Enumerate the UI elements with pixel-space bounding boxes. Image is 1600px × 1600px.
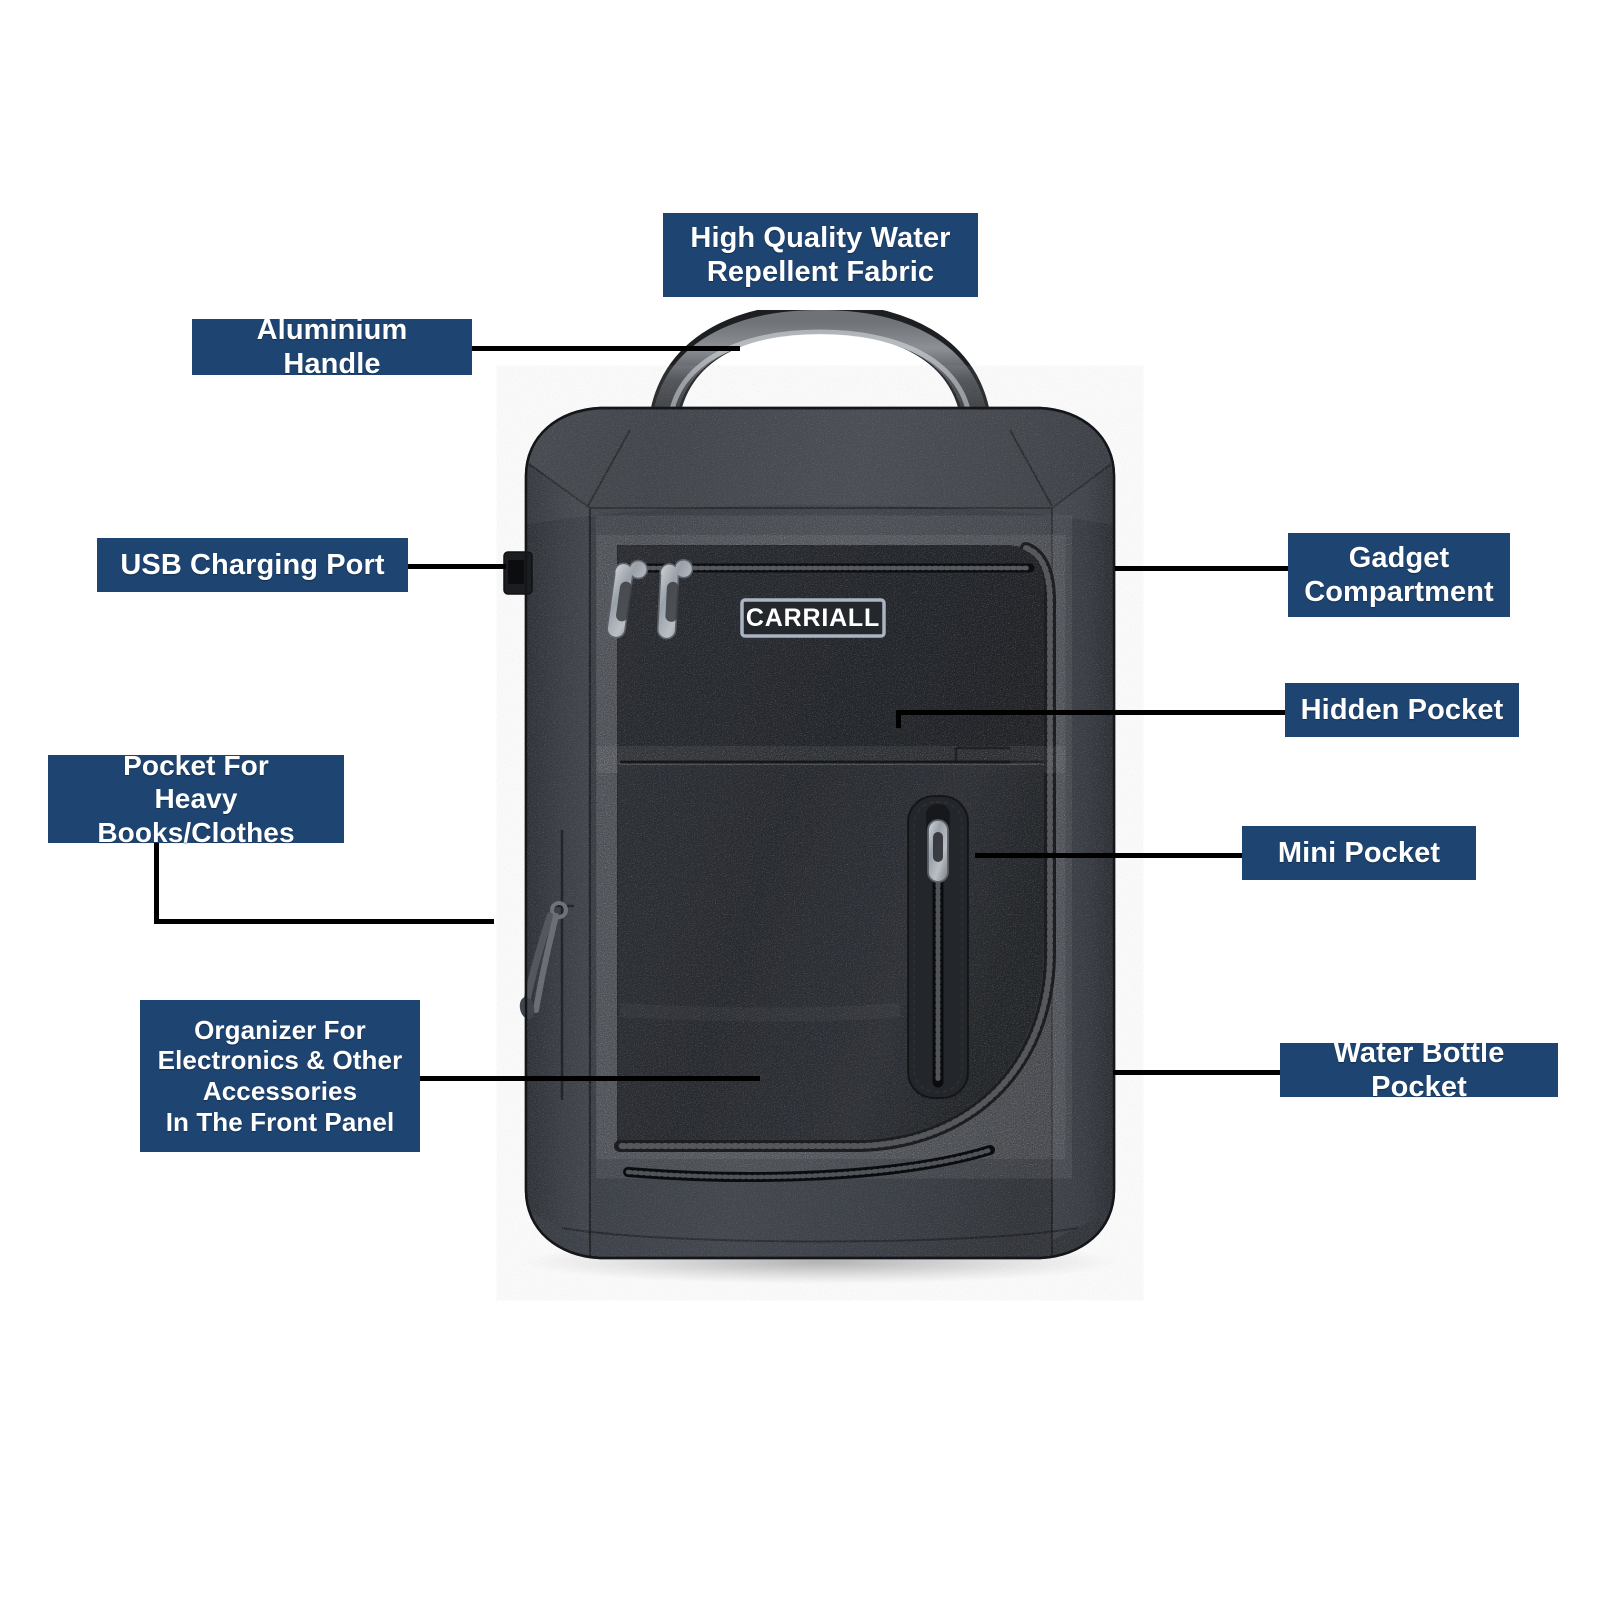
leader-organizer-front-panel <box>420 1076 760 1081</box>
backpack-product-image: CARRIALL <box>470 310 1170 1310</box>
leader-water-bottle-pocket <box>1113 1070 1281 1075</box>
callout-mini-pocket-label: Mini Pocket <box>1277 836 1441 869</box>
leader-pocket-heavy-books-vertical <box>154 842 159 924</box>
leader-hidden-pocket-vertical <box>896 710 901 728</box>
right-gusset <box>1052 460 1114 1240</box>
front-upper-zip-pocket <box>618 546 1044 766</box>
callout-hidden-pocket-label: Hidden Pocket <box>1300 693 1504 726</box>
front-organizer-panel <box>618 765 1044 1140</box>
callout-water-repellent-fabric[interactable]: High Quality Water Repellent Fabric <box>663 213 978 297</box>
callout-usb-charging-port-label: USB Charging Port <box>120 548 385 581</box>
mini-pocket-zipper-pull <box>927 819 949 883</box>
callout-aluminium-handle-label: Aluminium Handle <box>256 313 408 380</box>
callout-organizer-front-panel[interactable]: Organizer For Electronics & Other Access… <box>140 1000 420 1152</box>
callout-pocket-heavy-books-label: Pocket For Heavy Books/Clothes <box>97 750 295 848</box>
callout-gadget-compartment-label: Gadget Compartment <box>1304 541 1494 608</box>
hidden-pocket-slit <box>620 746 1010 764</box>
leader-aluminium-handle <box>472 346 740 351</box>
callout-hidden-pocket[interactable]: Hidden Pocket <box>1285 683 1519 737</box>
left-gusset <box>526 460 588 1240</box>
front-pocket-zipper-pulls <box>606 558 694 640</box>
brand-patch-text: CARRIALL <box>746 604 880 632</box>
leader-gadget-compartment <box>1115 566 1289 571</box>
leader-hidden-pocket-horizontal <box>896 710 1286 715</box>
mini-pocket <box>907 795 969 1099</box>
callout-water-repellent-fabric-label: High Quality Water Repellent Fabric <box>690 221 951 288</box>
callout-pocket-heavy-books[interactable]: Pocket For Heavy Books/Clothes <box>48 750 344 848</box>
leader-mini-pocket <box>975 853 1243 858</box>
leader-usb-charging-port <box>408 564 506 569</box>
leader-pocket-heavy-books-horizontal <box>154 919 494 924</box>
backpack-outline <box>524 406 1116 1260</box>
bottom-zip <box>623 1145 995 1182</box>
brand-patch: CARRIALL <box>740 598 886 638</box>
callout-water-bottle-pocket-label: Water Bottle Pocket <box>1333 1036 1505 1103</box>
callout-water-bottle-pocket[interactable]: Water Bottle Pocket <box>1280 1037 1558 1103</box>
backpack-illustration: CARRIALL <box>503 310 1120 1284</box>
callout-usb-charging-port[interactable]: USB Charging Port <box>97 538 408 592</box>
callout-organizer-front-panel-label: Organizer For Electronics & Other Access… <box>157 1014 403 1137</box>
callout-mini-pocket[interactable]: Mini Pocket <box>1242 826 1476 880</box>
usb-charging-port-graphic <box>503 551 533 595</box>
callout-gadget-compartment[interactable]: Gadget Compartment <box>1288 533 1510 617</box>
callout-aluminium-handle[interactable]: Aluminium Handle <box>192 314 472 380</box>
